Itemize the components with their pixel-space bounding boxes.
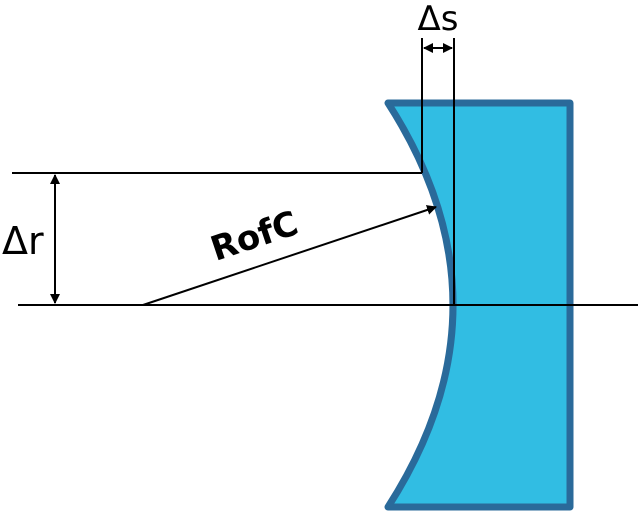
delta-s-label: Δs (418, 0, 459, 39)
delta-r-label: Δr (2, 219, 44, 263)
radius-label: RofC (206, 203, 303, 269)
radius-arrow (142, 205, 437, 306)
